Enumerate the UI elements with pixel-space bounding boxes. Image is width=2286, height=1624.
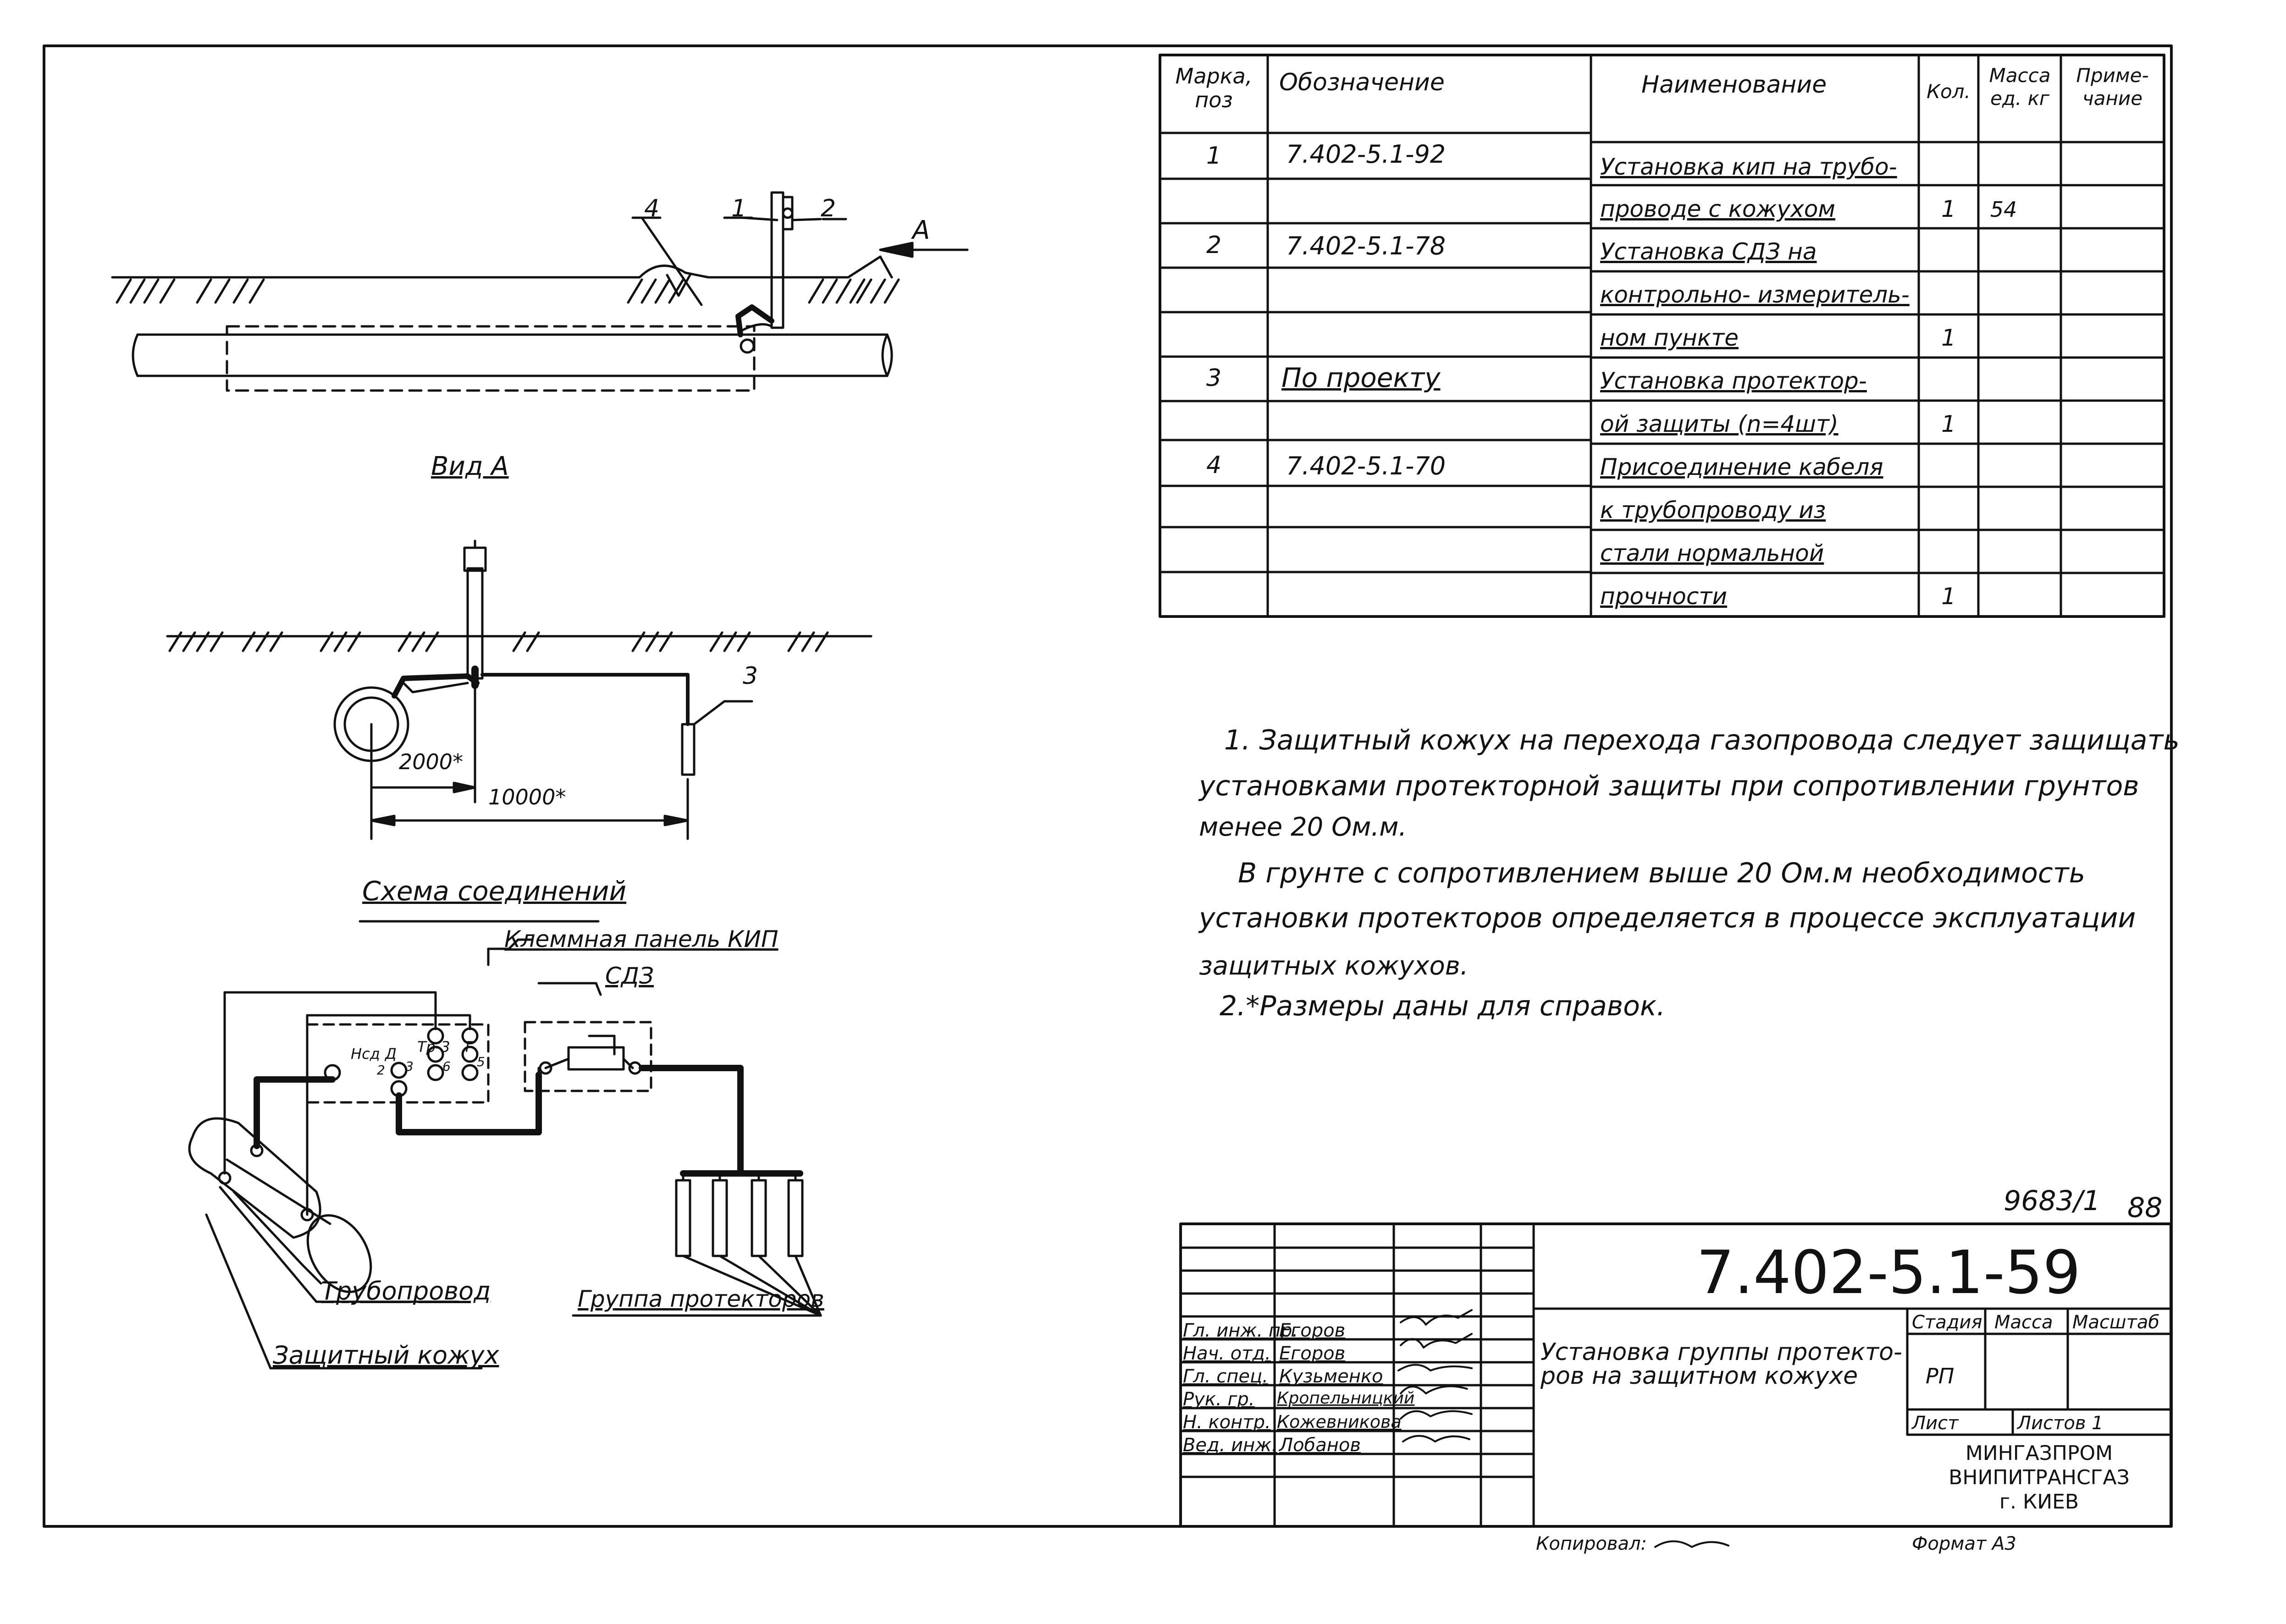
callout-2: 2: [821, 195, 836, 222]
spec-row4-name-line2: к трубопроводу из: [1600, 497, 1826, 523]
spec-row3-name-line2: ой защиты (n=4шт): [1600, 411, 1839, 437]
callout-1: 1: [731, 195, 747, 222]
mass-label: Масса: [1994, 1312, 2053, 1333]
casing-label: Защитный кожух: [273, 1341, 499, 1370]
spec-row3-designation: По проекту: [1281, 362, 1441, 393]
org-line-1: МИНГАЗПРОМ: [1965, 1442, 2113, 1465]
protector-group-label: Группа протекторов: [578, 1286, 824, 1312]
note-line-1: 1. Защитный кожух на перехода газопровод…: [1224, 724, 2180, 756]
spec-row3-pos: 3: [1206, 364, 1222, 392]
spec-row2-name-line2: контрольно- измеритель-: [1600, 281, 1910, 308]
role-lead-engineer: Вед. инж.: [1183, 1435, 1278, 1456]
terminal-label-t: Т: [463, 1038, 472, 1056]
view-a-title: Вид А: [431, 451, 509, 481]
sheet-frame: [43, 44, 2173, 1528]
name-4: Кропельницкий: [1277, 1389, 1415, 1408]
note-line-2: установками протекторной защиты при сопр…: [1199, 770, 2139, 802]
terminal-label-tr3: Тр-3: [417, 1038, 450, 1056]
role-norm-control: Н. контр.: [1183, 1412, 1271, 1433]
spec-row1-designation: 7.402-5.1-92: [1286, 140, 1446, 169]
spec-row4-name-line3: стали нормальной: [1600, 540, 1824, 567]
terminal-label-d: Д: [385, 1045, 397, 1062]
org-line-2: ВНИПИТРАНСГАЗ: [1949, 1466, 2130, 1489]
title-line-1: Установка группы протекто-: [1541, 1338, 1902, 1366]
sheets-label: Листов 1: [2017, 1413, 2104, 1434]
terminal-label-3: 3: [405, 1059, 414, 1074]
name-5: Кожевникова: [1277, 1412, 1402, 1432]
role-group-lead: Рук. гр.: [1183, 1389, 1255, 1410]
spec-header-qty: Кол.: [1927, 80, 1971, 103]
note-line-7: 2.*Размеры даны для справок.: [1220, 990, 1666, 1022]
name-1: Егоров: [1279, 1320, 1346, 1341]
name-3: Кузьменко: [1279, 1366, 1383, 1387]
spec-row2-qty: 1: [1941, 325, 1956, 351]
terminal-label-2: 2: [377, 1062, 385, 1078]
spec-header-note: Приме- чание: [2076, 64, 2149, 110]
view-a: [166, 539, 872, 840]
dimension-10000: 10000*: [488, 785, 566, 809]
stage-value: РП: [1926, 1364, 1955, 1388]
doc-code: 7.402-5.1-59: [1696, 1238, 2081, 1307]
spec-row3-qty: 1: [1941, 411, 1956, 437]
dimension-2000: 2000*: [399, 749, 464, 774]
spec-header-designation: Обозначение: [1279, 69, 1445, 96]
role-dept-head: Нач. отд.: [1183, 1343, 1271, 1364]
scale-label: Масштаб: [2072, 1312, 2160, 1333]
spec-row4-qty: 1: [1941, 583, 1956, 610]
connection-scheme: [188, 920, 822, 1370]
note-line-3: менее 20 Ом.м.: [1199, 812, 1407, 842]
stage-label: Стадия: [1912, 1312, 1982, 1333]
spec-row3-name-line1: Установка протектор-: [1600, 368, 1867, 394]
title-line-2: ров на защитном кожухе: [1541, 1362, 1858, 1390]
spec-row4-name-line1: Присоединение кабеля: [1600, 454, 1883, 480]
spec-header-name: Наименование: [1641, 71, 1827, 99]
terminal-label-5: 5: [477, 1054, 485, 1069]
spec-row4-designation: 7.402-5.1-70: [1286, 451, 1446, 480]
spec-row1-name-line2: проводе с кожухом: [1600, 196, 1836, 222]
role-chief-engineer: Гл. инж. пр.: [1183, 1320, 1298, 1341]
copied-label: Копировал:: [1536, 1533, 1647, 1554]
spec-row2-designation: 7.402-5.1-78: [1286, 231, 1446, 260]
signatures: [1397, 1309, 1729, 1548]
spec-row1-mass: 54: [1990, 197, 2017, 222]
spec-row2-pos: 2: [1206, 231, 1222, 259]
view-arrow-label: A: [912, 215, 930, 245]
spec-row2-name-line1: Установка СДЗ на: [1600, 238, 1817, 265]
name-2: Егоров: [1279, 1343, 1346, 1364]
scheme-title: Схема соединений: [362, 875, 627, 907]
format-label: Формат А3: [1912, 1533, 2016, 1554]
page-number: 88: [2127, 1192, 2163, 1224]
title-block-grid: [1179, 1222, 2172, 1528]
spec-row1-name-line1: Установка кип на трубо-: [1600, 154, 1897, 180]
role-chief-specialist: Гл. спец.: [1183, 1366, 1268, 1387]
elevation-view: [111, 191, 969, 392]
note-line-6: защитных кожухов.: [1199, 951, 1469, 981]
org-line-3: г. КИЕВ: [1999, 1490, 2079, 1514]
callout-3: 3: [743, 662, 758, 690]
spec-header-mass: Масса ед. кг: [1989, 64, 2051, 110]
sheet-label: Лист: [1912, 1413, 1959, 1434]
note-line-5: установки протекторов определяется в про…: [1199, 902, 2136, 934]
terminal-label-6: 6: [442, 1059, 451, 1074]
spec-row4-name-line4: прочности: [1600, 583, 1727, 610]
name-6: Лобанов: [1279, 1435, 1361, 1456]
sdz-label: СДЗ: [605, 963, 654, 989]
sheet-number: 9683/1: [2004, 1185, 2101, 1217]
spec-row1-pos: 1: [1206, 142, 1222, 170]
spec-row4-pos: 4: [1206, 451, 1222, 479]
note-line-4: В грунте с сопротивлением выше 20 Ом.м н…: [1238, 857, 2086, 889]
spec-table-grid: [1159, 54, 2165, 618]
spec-row1-qty: 1: [1941, 196, 1956, 222]
callout-4: 4: [644, 195, 660, 222]
pipeline-label: Трубопровод: [321, 1277, 491, 1305]
spec-header-pos: Марка, поз: [1175, 64, 1253, 112]
terminal-panel-label: Клеммная панель КИП: [504, 926, 779, 952]
spec-row2-name-line3: ном пункте: [1600, 325, 1739, 351]
terminal-label-nsd: Нсд: [351, 1045, 380, 1062]
